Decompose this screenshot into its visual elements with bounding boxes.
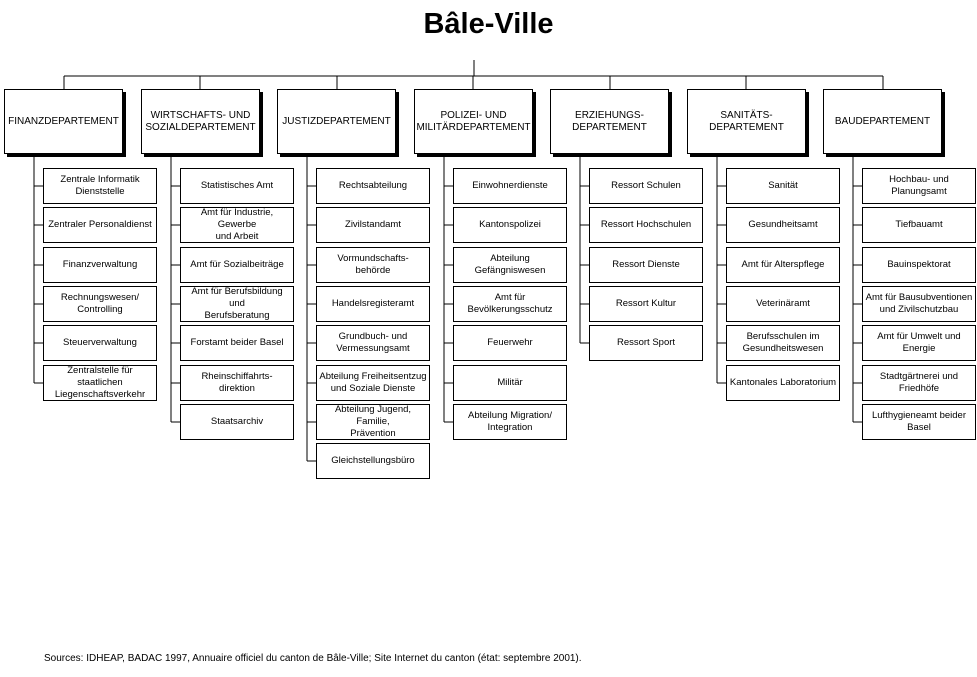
unit-box: Handelsregisteramt	[316, 286, 430, 322]
unit-box: Ressort Dienste	[589, 247, 703, 283]
unit-box: Kantonspolizei	[453, 207, 567, 243]
unit-box: Gleichstellungsbüro	[316, 443, 430, 479]
unit-box: Rheinschiffahrts- direktion	[180, 365, 294, 401]
unit-box: Forstamt beider Basel	[180, 325, 294, 361]
unit-box: Lufthygieneamt beider Basel	[862, 404, 976, 440]
unit-box: Amt für Bausubventionen und Zivilschutzb…	[862, 286, 976, 322]
unit-box: Abteilung Jugend, Familie, Prävention	[316, 404, 430, 440]
unit-box: Zentraler Personaldienst	[43, 207, 157, 243]
unit-box: Zentrale Informatik Dienststelle	[43, 168, 157, 204]
unit-box: Abteilung Gefängniswesen	[453, 247, 567, 283]
source-note: Sources: IDHEAP, BADAC 1997, Annuaire of…	[44, 653, 582, 664]
unit-box: Statistisches Amt	[180, 168, 294, 204]
unit-box: Zivilstandamt	[316, 207, 430, 243]
unit-box: Abteilung Freiheitsentzug und Soziale Di…	[316, 365, 430, 401]
department-box: JUSTIZDEPARTEMENT	[277, 89, 396, 154]
unit-box: Vormundschafts- behörde	[316, 247, 430, 283]
unit-box: Amt für Sozialbeiträge	[180, 247, 294, 283]
unit-box: Finanzverwaltung	[43, 247, 157, 283]
department-box: ERZIEHUNGS- DEPARTEMENT	[550, 89, 669, 154]
unit-box: Grundbuch- und Vermessungsamt	[316, 325, 430, 361]
department-box: SANITÄTS- DEPARTEMENT	[687, 89, 806, 154]
unit-box: Staatsarchiv	[180, 404, 294, 440]
unit-box: Veterinäramt	[726, 286, 840, 322]
unit-box: Amt für Alterspflege	[726, 247, 840, 283]
unit-box: Amt für Umwelt und Energie	[862, 325, 976, 361]
unit-box: Rechnungswesen/ Controlling	[43, 286, 157, 322]
unit-box: Zentralstelle für staatlichen Liegenscha…	[43, 365, 157, 401]
unit-box: Bauinspektorat	[862, 247, 976, 283]
unit-box: Hochbau- und Planungsamt	[862, 168, 976, 204]
unit-box: Feuerwehr	[453, 325, 567, 361]
department-box: POLIZEI- UND MILITÄRDEPARTEMENT	[414, 89, 533, 154]
unit-box: Ressort Sport	[589, 325, 703, 361]
unit-box: Amt für Bevölkerungsschutz	[453, 286, 567, 322]
unit-box: Kantonales Laboratorium	[726, 365, 840, 401]
department-box: BAUDEPARTEMENT	[823, 89, 942, 154]
unit-box: Militär	[453, 365, 567, 401]
department-box: FINANZDEPARTEMENT	[4, 89, 123, 154]
unit-box: Steuerverwaltung	[43, 325, 157, 361]
unit-box: Einwohnerdienste	[453, 168, 567, 204]
unit-box: Ressort Schulen	[589, 168, 703, 204]
unit-box: Amt für Berufsbildung und Berufsberatung	[180, 286, 294, 322]
unit-box: Rechtsabteilung	[316, 168, 430, 204]
unit-box: Amt für Industrie, Gewerbe und Arbeit	[180, 207, 294, 243]
unit-box: Sanität	[726, 168, 840, 204]
unit-box: Abteilung Migration/ Integration	[453, 404, 567, 440]
unit-box: Berufsschulen im Gesundheitswesen	[726, 325, 840, 361]
unit-box: Tiefbauamt	[862, 207, 976, 243]
department-box: WIRTSCHAFTS- UND SOZIALDEPARTEMENT	[141, 89, 260, 154]
unit-box: Stadtgärtnerei und Friedhöfe	[862, 365, 976, 401]
unit-box: Gesundheitsamt	[726, 207, 840, 243]
chart-title: Bâle-Ville	[423, 8, 554, 40]
unit-box: Ressort Hochschulen	[589, 207, 703, 243]
unit-box: Ressort Kultur	[589, 286, 703, 322]
